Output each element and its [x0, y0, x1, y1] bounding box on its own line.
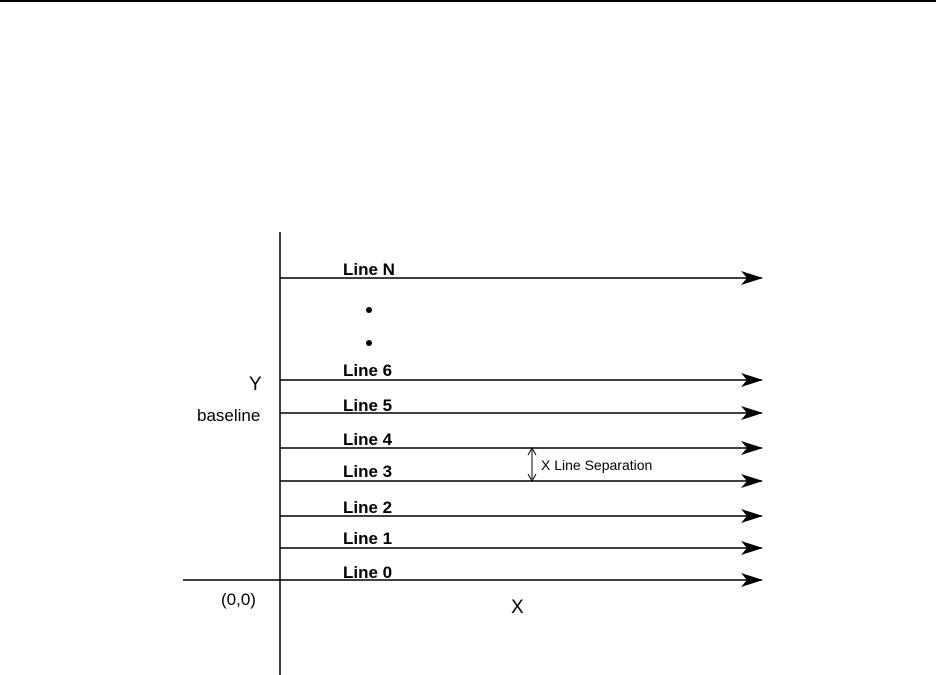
line-label-3: Line 3 — [343, 462, 392, 481]
line-label-4: Line 4 — [343, 430, 393, 449]
line-label-6: Line 6 — [343, 361, 392, 380]
line-label-n: Line N — [343, 260, 395, 279]
baseline-label: baseline — [197, 406, 260, 425]
x-axis-label: X — [511, 597, 524, 618]
line-label-0: Line 0 — [343, 563, 392, 582]
line-separation-label: X Line Separation — [541, 457, 652, 473]
y-axis-label: Y — [249, 374, 262, 395]
ellipsis-dot-2 — [366, 340, 372, 346]
line-separation-indicator — [528, 448, 536, 481]
origin-label: (0,0) — [221, 590, 256, 609]
line-label-2: Line 2 — [343, 498, 392, 517]
line-label-5: Line 5 — [343, 396, 392, 415]
line-label-1: Line 1 — [343, 529, 392, 548]
ellipsis-dot-1 — [366, 307, 372, 313]
